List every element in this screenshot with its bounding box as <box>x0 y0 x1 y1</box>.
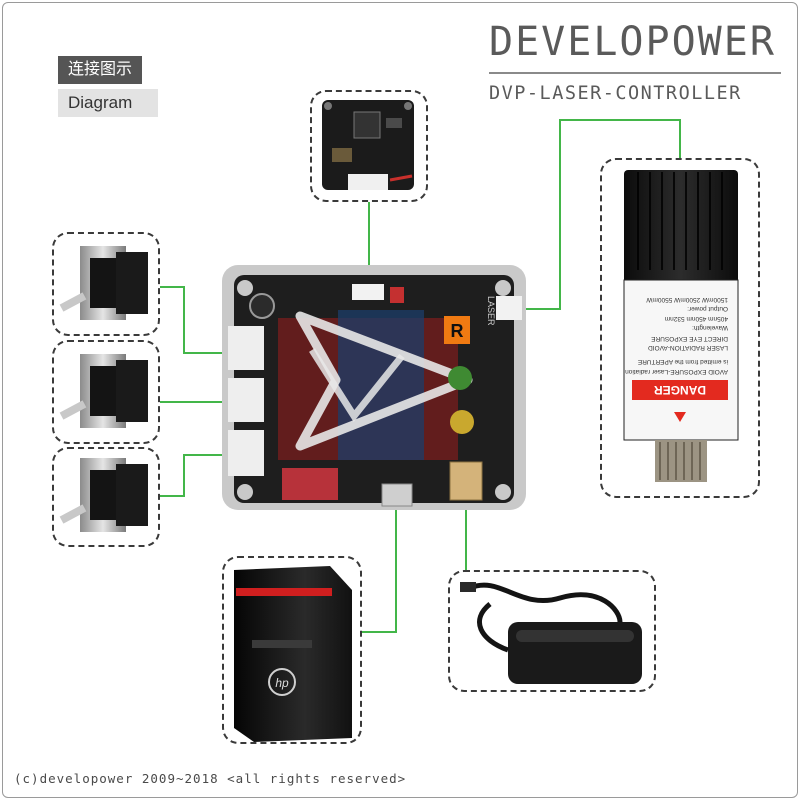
board-mount-hole <box>495 484 511 500</box>
laser-label-line: DIRECT EYE EXPOSURE <box>651 335 728 342</box>
label-english: Diagram <box>58 89 158 117</box>
laser-label-line: LASER RADIATION-AVOID <box>648 344 728 351</box>
connector-motor-3 <box>160 454 232 497</box>
board-mount-hole <box>237 280 253 296</box>
connector-usb-pc <box>362 510 397 633</box>
pc-brand-text: hp <box>275 676 289 690</box>
connector-lines <box>160 119 681 633</box>
brand-subtitle: DVP-LASER-CONTROLLER <box>489 83 742 104</box>
status-led-yellow <box>450 410 474 434</box>
brand-divider <box>489 72 781 74</box>
laser-label-line: 405nm 450nm 532nm <box>665 315 728 322</box>
board-mount-hole <box>495 280 511 296</box>
connector-laser <box>522 119 681 310</box>
label-chinese: 连接图示 <box>58 56 143 84</box>
board-badge <box>444 316 470 344</box>
sensor-module <box>322 100 414 190</box>
warning-arrow-icon <box>674 412 686 422</box>
laser-label-line: is emitted from the APERTURE <box>637 358 728 365</box>
stepper-motor-3 <box>59 458 148 532</box>
connector-motor-1 <box>160 286 232 354</box>
sensor-header <box>352 284 384 300</box>
laser-module: DANGER AVOID EXPOSURE-Laser radiation is… <box>623 170 739 482</box>
laser-label-line: Wavelength: <box>692 324 728 331</box>
usb-port <box>381 483 413 507</box>
brand-name: DEVELOPOWER <box>489 19 776 65</box>
capacitor <box>249 293 275 319</box>
board-logo <box>295 311 473 451</box>
board-mount-hole <box>237 484 253 500</box>
board-badge-text: R <box>451 321 464 341</box>
danger-text: DANGER <box>654 383 706 397</box>
laser-lens <box>655 440 707 482</box>
motor-port-3 <box>228 430 264 476</box>
desktop-computer: hp <box>234 566 352 742</box>
pc-red-strip <box>236 588 332 596</box>
status-led-green <box>448 366 472 390</box>
laser-port-label: LASER <box>486 296 496 326</box>
laser-label-line: AVOID EXPOSURE-Laser radiation <box>625 368 728 375</box>
motor-port-2 <box>228 378 264 422</box>
footer-copyright: (c)developower 2009~2018 <all rights res… <box>14 771 407 786</box>
stepper-motor-1 <box>59 246 148 320</box>
laser-label-line: 1500mW 2500mW 5500mW <box>645 296 728 303</box>
stepper-driver <box>282 468 338 500</box>
pc-logo <box>268 668 296 696</box>
motor-port-1 <box>228 326 264 370</box>
danger-banner <box>632 380 728 400</box>
controller-board: R LASER <box>222 265 526 510</box>
dc-jack <box>449 461 483 501</box>
stepper-motor-2 <box>59 354 148 428</box>
laser-label-line: Output power: <box>687 305 728 312</box>
laser-port <box>496 296 522 320</box>
power-adapter <box>460 582 642 684</box>
